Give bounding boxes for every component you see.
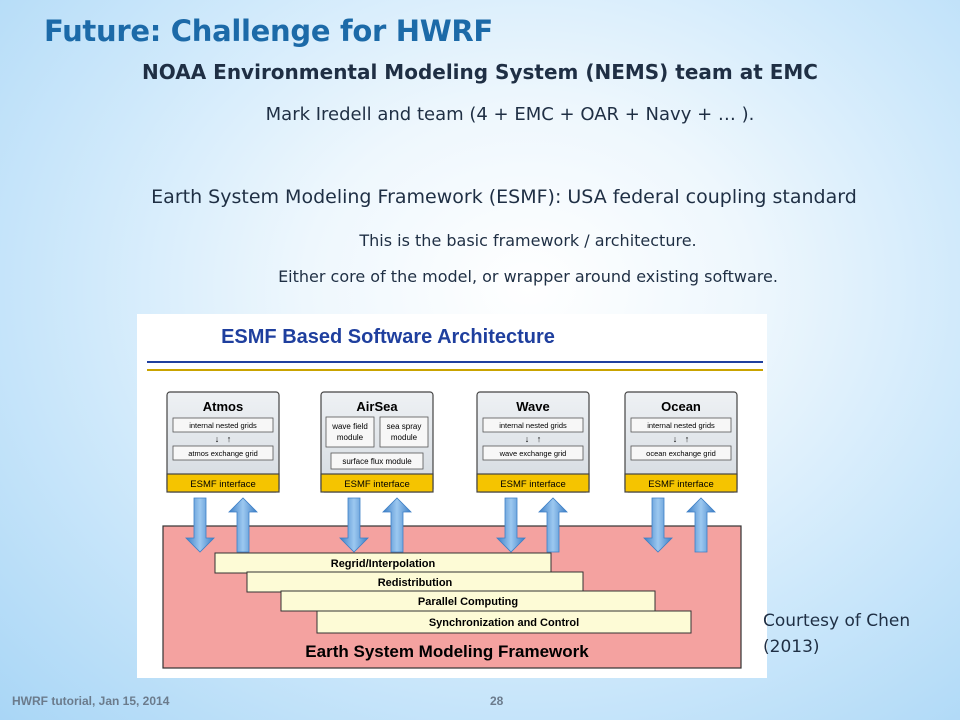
svg-text:↓: ↓ — [673, 434, 678, 444]
svg-text:↓: ↓ — [215, 434, 220, 444]
arrows — [185, 497, 716, 553]
wrapper-line: Either core of the model, or wrapper aro… — [278, 267, 778, 286]
arrow-up-atmos — [228, 497, 258, 553]
arrow-down-airsea — [339, 497, 369, 553]
arrow-up-wave — [538, 497, 568, 553]
arrow-up-ocean — [686, 497, 716, 553]
layer-synchronization: Synchronization and Control — [316, 610, 692, 634]
ocean-esmf-interface: ESMF interface — [648, 479, 713, 490]
atmos-exchange-grid: atmos exchange grid — [188, 449, 258, 458]
layer-regrid-label: Regrid/Interpolation — [331, 558, 436, 570]
atmos-label: Atmos — [203, 399, 243, 414]
component-ocean: Ocean internal nested grids ↓ ↑ ocean ex… — [624, 391, 738, 493]
slide-title: Future: Challenge for HWRF — [44, 14, 493, 48]
airsea-surface-flux: surface flux module — [342, 457, 412, 466]
esmf-line: Earth System Modeling Framework (ESMF): … — [151, 186, 857, 208]
team-line: Mark Iredell and team (4 + EMC + OAR + N… — [265, 104, 755, 125]
atmos-esmf-interface: ESMF interface — [190, 479, 255, 490]
subtitle-nems: NOAA Environmental Modeling System (NEMS… — [142, 60, 818, 84]
wave-internal-grids: internal nested grids — [499, 421, 567, 430]
layer-redistribution-label: Redistribution — [378, 577, 453, 589]
architecture-diagram: ESMF Based Software Architecture Atmos i… — [137, 314, 767, 678]
arrow-down-wave — [496, 497, 526, 553]
arrow-down-ocean — [643, 497, 673, 553]
layer-parallel-label: Parallel Computing — [418, 596, 518, 608]
ocean-internal-grids: internal nested grids — [647, 421, 715, 430]
page-number: 28 — [490, 694, 504, 708]
svg-text:↑: ↑ — [685, 434, 690, 444]
airsea-label: AirSea — [356, 399, 398, 414]
layer-redistribution: Redistribution — [246, 571, 584, 593]
architecture-svg: ESMF Based Software Architecture Atmos i… — [147, 326, 763, 669]
atmos-internal-grids: internal nested grids — [189, 421, 257, 430]
svg-text:module: module — [337, 433, 364, 442]
layer-regrid: Regrid/Interpolation — [214, 552, 552, 574]
component-wave: Wave internal nested grids ↓ ↑ wave exch… — [476, 391, 590, 493]
layer-parallel: Parallel Computing — [280, 590, 656, 612]
ocean-exchange-grid: ocean exchange grid — [646, 449, 716, 458]
layer-synchronization-label: Synchronization and Control — [429, 617, 579, 629]
wave-exchange-grid: wave exchange grid — [499, 449, 567, 458]
svg-text:sea spray: sea spray — [387, 422, 422, 431]
framework-label: Earth System Modeling Framework — [305, 642, 589, 661]
wave-label: Wave — [516, 399, 549, 414]
svg-text:wave field: wave field — [331, 422, 368, 431]
footer-text: HWRF tutorial, Jan 15, 2014 — [12, 694, 170, 708]
ocean-label: Ocean — [661, 399, 701, 414]
framework-line: This is the basic framework / architectu… — [359, 231, 697, 250]
svg-text:module: module — [391, 433, 418, 442]
component-atmos: Atmos internal nested grids ↓ ↑ atmos ex… — [166, 391, 280, 493]
arrow-down-atmos — [185, 497, 215, 553]
svg-text:↑: ↑ — [227, 434, 232, 444]
svg-text:↑: ↑ — [537, 434, 542, 444]
svg-text:↓: ↓ — [525, 434, 530, 444]
airsea-esmf-interface: ESMF interface — [344, 479, 409, 490]
diagram-title: ESMF Based Software Architecture — [221, 326, 555, 348]
courtesy-note: Courtesy of Chen (2013) — [763, 611, 911, 657]
wave-esmf-interface: ESMF interface — [500, 479, 565, 490]
component-airsea: AirSea wave field module sea spray modul… — [320, 391, 434, 493]
arrow-up-airsea — [382, 497, 412, 553]
